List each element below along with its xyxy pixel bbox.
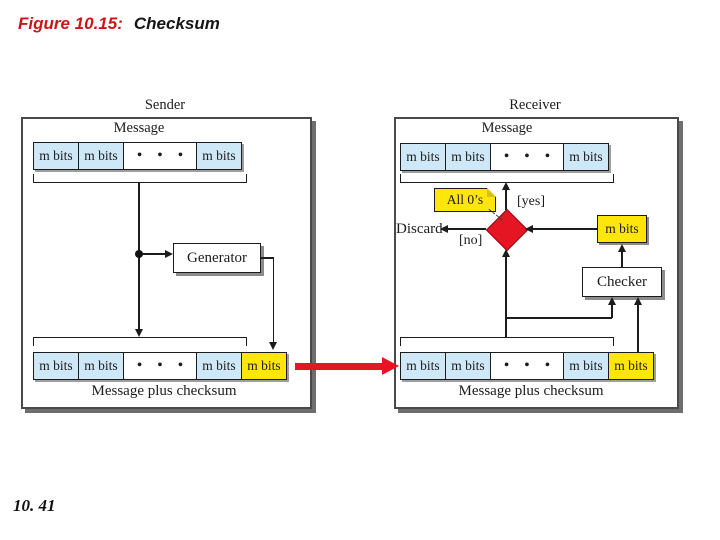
- receiver-bottom-bracket: [400, 337, 614, 346]
- sender-label: Sender: [144, 97, 186, 113]
- discard-label: Discard: [396, 221, 443, 237]
- bit-cell-dots: • • •: [123, 142, 197, 170]
- note-dogear-fold-icon: [487, 188, 496, 197]
- discard-arrowhead: [440, 224, 448, 233]
- result-to-diamond-arrowhead: [525, 224, 533, 233]
- slide-title: Figure 10.15: Checksum: [18, 14, 220, 34]
- transfer-arrow-head: [382, 356, 399, 375]
- checksum-to-checker-line: [637, 304, 639, 352]
- sender-main-arrowhead: [134, 329, 143, 337]
- checker-to-result-arrowhead: [617, 244, 626, 252]
- branch-to-checker-vline: [611, 304, 613, 318]
- receiver-message-label: Message: [481, 120, 533, 136]
- all-zeros-note: All 0’s: [434, 188, 496, 212]
- sender-message-label: Message: [113, 120, 165, 136]
- bit-cell-blue: m bits: [196, 352, 242, 380]
- generator-box-label: Generator: [187, 249, 247, 266]
- bit-cell-blue: m bits: [78, 352, 124, 380]
- checksum-result-box-label: m bits: [605, 221, 639, 236]
- branch-to-checker-arrowhead: [607, 297, 616, 305]
- bit-cell-blue: m bits: [78, 142, 124, 170]
- message-to-diamond-arrowhead: [501, 249, 510, 257]
- sender-caption: Message plus checksum: [91, 383, 237, 399]
- bit-cell-blue: m bits: [445, 143, 491, 171]
- discard-line: [448, 228, 486, 230]
- bit-cell-blue: m bits: [196, 142, 242, 170]
- result-to-diamond-line: [533, 228, 597, 230]
- bit-cell-blue: m bits: [400, 143, 446, 171]
- message-to-diamond-line: [505, 256, 507, 337]
- bit-cell-blue: m bits: [33, 142, 79, 170]
- checker-to-result-line: [621, 251, 623, 267]
- bit-cell-dots: • • •: [490, 352, 564, 380]
- generator-out-vline: [272, 257, 274, 343]
- generator-branch-line: [142, 253, 166, 255]
- bit-cell-yellow: m bits: [241, 352, 287, 380]
- bit-cell-dots: • • •: [490, 143, 564, 171]
- checksum-result-box: m bits: [597, 215, 647, 243]
- transfer-arrow-body: [295, 363, 384, 370]
- checker-box: Checker: [582, 267, 662, 297]
- page-number: 10. 41: [13, 496, 56, 515]
- receiver-caption: Message plus checksum: [458, 383, 604, 399]
- all-zeros-note-label: All 0’s: [446, 192, 484, 207]
- generator-out-arrowhead: [269, 342, 277, 350]
- no-label: [no]: [459, 233, 483, 248]
- bit-cell-blue: m bits: [563, 143, 609, 171]
- figure-number: Figure 10.15:: [18, 14, 123, 33]
- generator-out-hline: [261, 257, 274, 259]
- sender-top-bracket: [33, 174, 247, 183]
- bit-cell-blue: m bits: [33, 352, 79, 380]
- figure-name: Checksum: [133, 14, 220, 33]
- checker-box-label: Checker: [597, 273, 647, 290]
- bit-cell-yellow: m bits: [608, 352, 654, 380]
- receiver-label: Receiver: [509, 97, 561, 113]
- yes-arrowhead: [501, 182, 510, 190]
- checksum-to-checker-arrowhead: [633, 297, 642, 305]
- generator-box: Generator: [173, 243, 261, 273]
- yes-label: [yes]: [517, 194, 545, 209]
- bit-cell-blue: m bits: [563, 352, 609, 380]
- yes-line: [505, 189, 507, 210]
- bit-cell-blue: m bits: [400, 352, 446, 380]
- branch-to-checker-hline: [505, 317, 613, 319]
- sender-bottom-bracket: [33, 337, 247, 346]
- junction-dot: [135, 250, 143, 258]
- generator-branch-arrowhead: [165, 249, 173, 258]
- bit-cell-blue: m bits: [445, 352, 491, 380]
- bit-cell-dots: • • •: [123, 352, 197, 380]
